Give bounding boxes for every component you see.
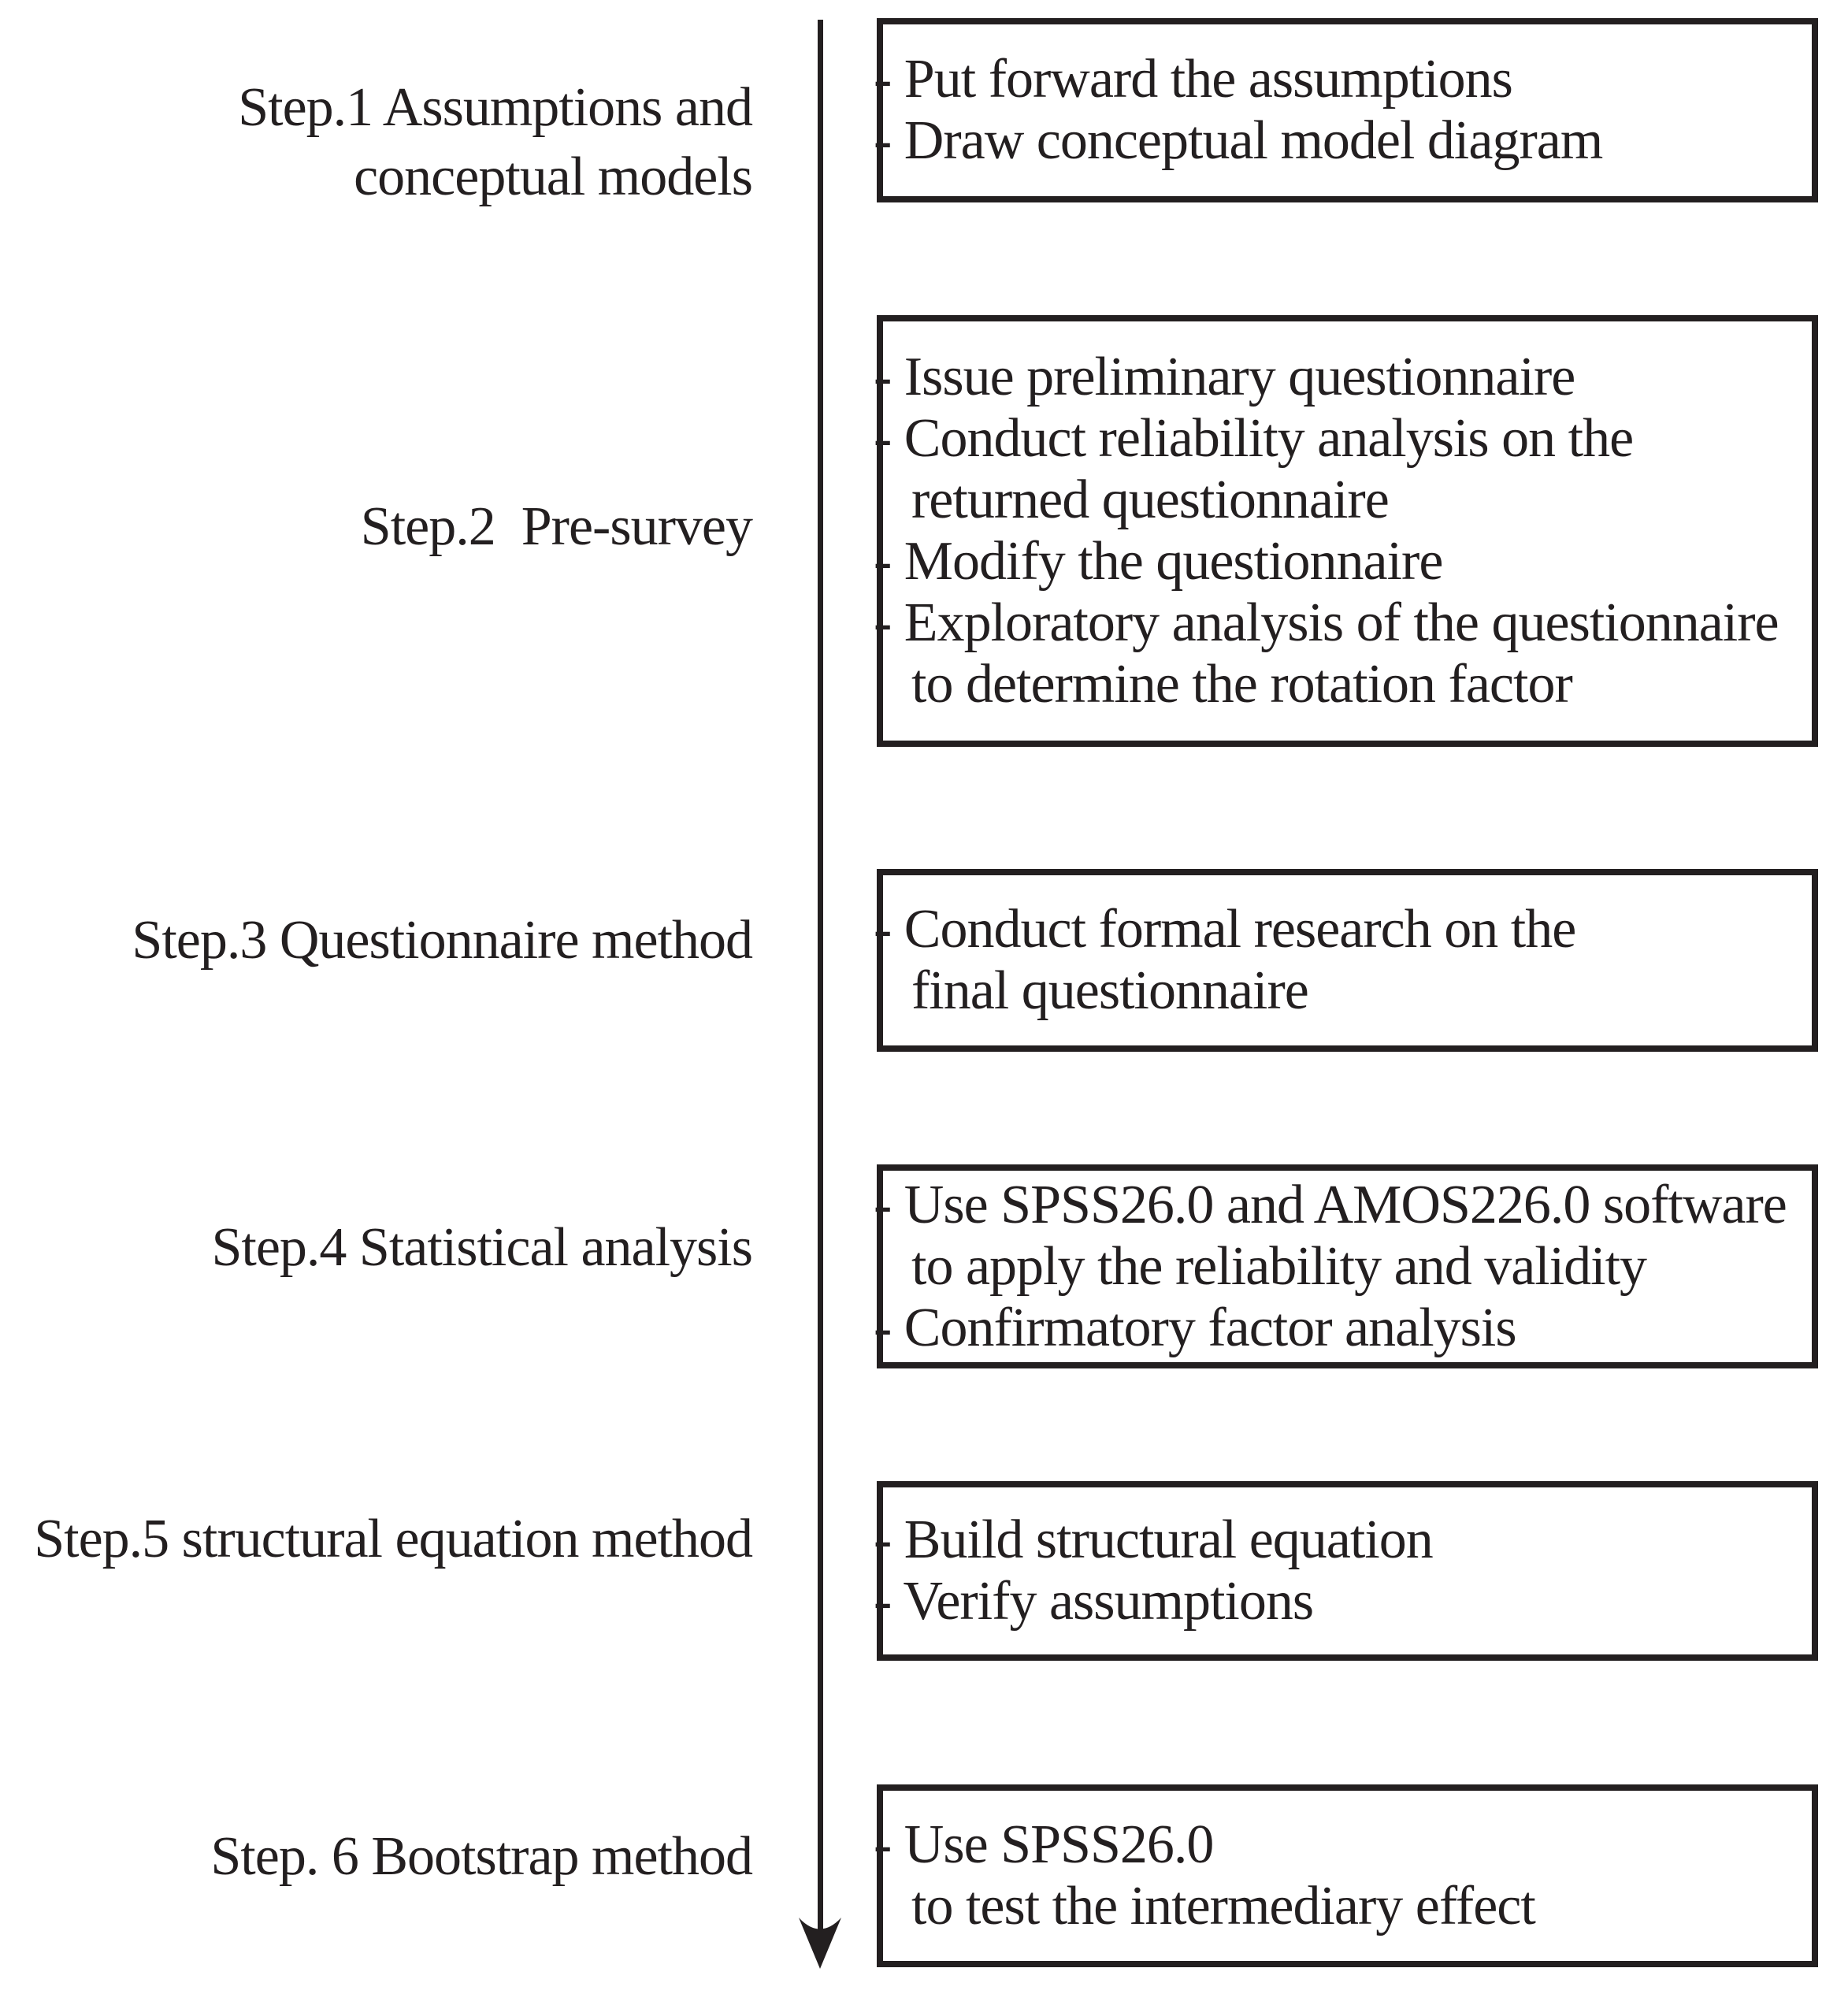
task-line: - Confirmatory factor analysis [874,1297,1517,1358]
arrow-head-icon [799,1918,841,1969]
task-line: - Use SPSS26.0 and AMOS226.0 software [874,1174,1787,1235]
step-6-tasks-box: - Use SPSS26.0 to test the intermediary … [874,1784,1818,1967]
task-line: - Use SPSS26.0 [874,1814,1214,1875]
task-line: - Issue preliminary questionnaire [874,347,1575,407]
task-line: to apply the reliability and validity [911,1235,1647,1297]
step-5-tasks-box: - Build structural equation - Verify ass… [874,1481,1818,1661]
step-2-tasks-box: - Issue preliminary questionnaire - Cond… [874,315,1818,747]
task-line: - Draw conceptual model diagram [874,110,1603,171]
task-line: final questionnaire [911,960,1309,1021]
task-line: to test the intermediary effect [911,1876,1536,1936]
task-line: returned questionnaire [911,470,1390,530]
task-line: - Modify the questionnaire [874,531,1443,592]
step-4-tasks-box: - Use SPSS26.0 and AMOS226.0 software to… [874,1164,1818,1368]
task-line: - Conduct reliability analysis on the [874,408,1634,469]
task-line: - Put forward the assumptions [874,49,1513,110]
task-line: to determine the rotation factor [911,654,1573,715]
task-line: - Build structural equation [874,1509,1434,1570]
step-4-label: Step.4 Statistical analysis [211,1217,753,1278]
task-line: - Conduct formal research on the [874,899,1576,960]
step-6-label: Step. 6 Bootstrap method [210,1826,753,1887]
task-line: - Verify assumptions [874,1571,1314,1632]
step-2-label: Step.2 Pre-survey [360,496,753,557]
step-1-label: Step.1 Assumptions and conceptual models [238,77,753,207]
step-1-tasks-box: - Put forward the assumptions - Draw con… [874,18,1818,202]
step-3-label: Step.3 Questionnaire method [132,910,753,971]
task-line: - Exploratory analysis of the questionna… [874,592,1779,653]
step-5-label: Step.5 structural equation method [34,1509,753,1569]
step-3-tasks-box: - Conduct formal research on the final q… [874,869,1818,1052]
